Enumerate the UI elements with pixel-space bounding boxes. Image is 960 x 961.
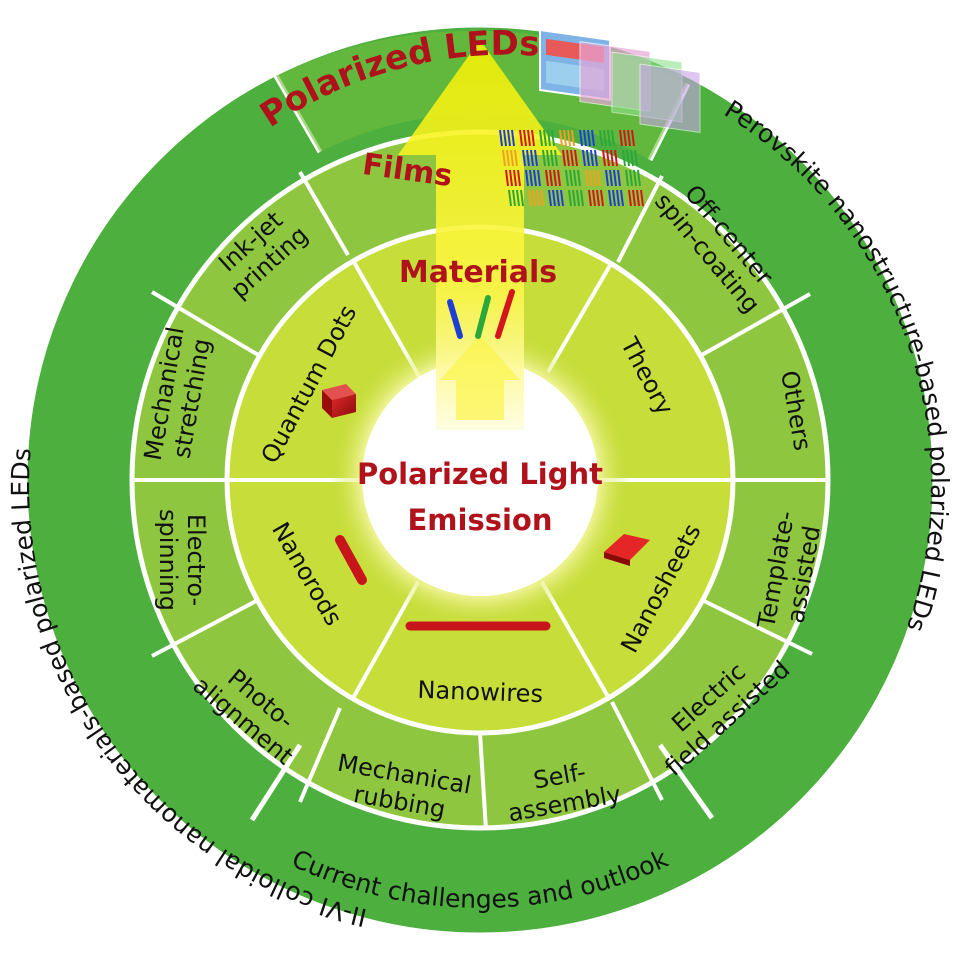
electrospinning-label: Electro- spinning (154, 509, 210, 611)
svg-text:Electro-: Electro- (182, 514, 210, 606)
svg-text:spinning: spinning (154, 509, 182, 611)
aligned-film-pattern-icon (499, 129, 644, 207)
nanowires-label: Nanowires (417, 676, 543, 708)
nanorod-icon (335, 535, 367, 585)
rgb-rods-icon (447, 289, 515, 339)
nanosheet-icon (604, 534, 650, 566)
materials-label: Materials (399, 255, 557, 290)
quantum-dot-cube-icon (322, 384, 356, 418)
center-title-line2: Emission (408, 503, 553, 537)
center-title-line1: Polarized Light (357, 457, 603, 491)
middle-ring-dividers (132, 170, 828, 831)
center-circle (362, 360, 598, 596)
display-panels-icon (539, 28, 701, 134)
emission-arrow-inner (440, 335, 520, 420)
